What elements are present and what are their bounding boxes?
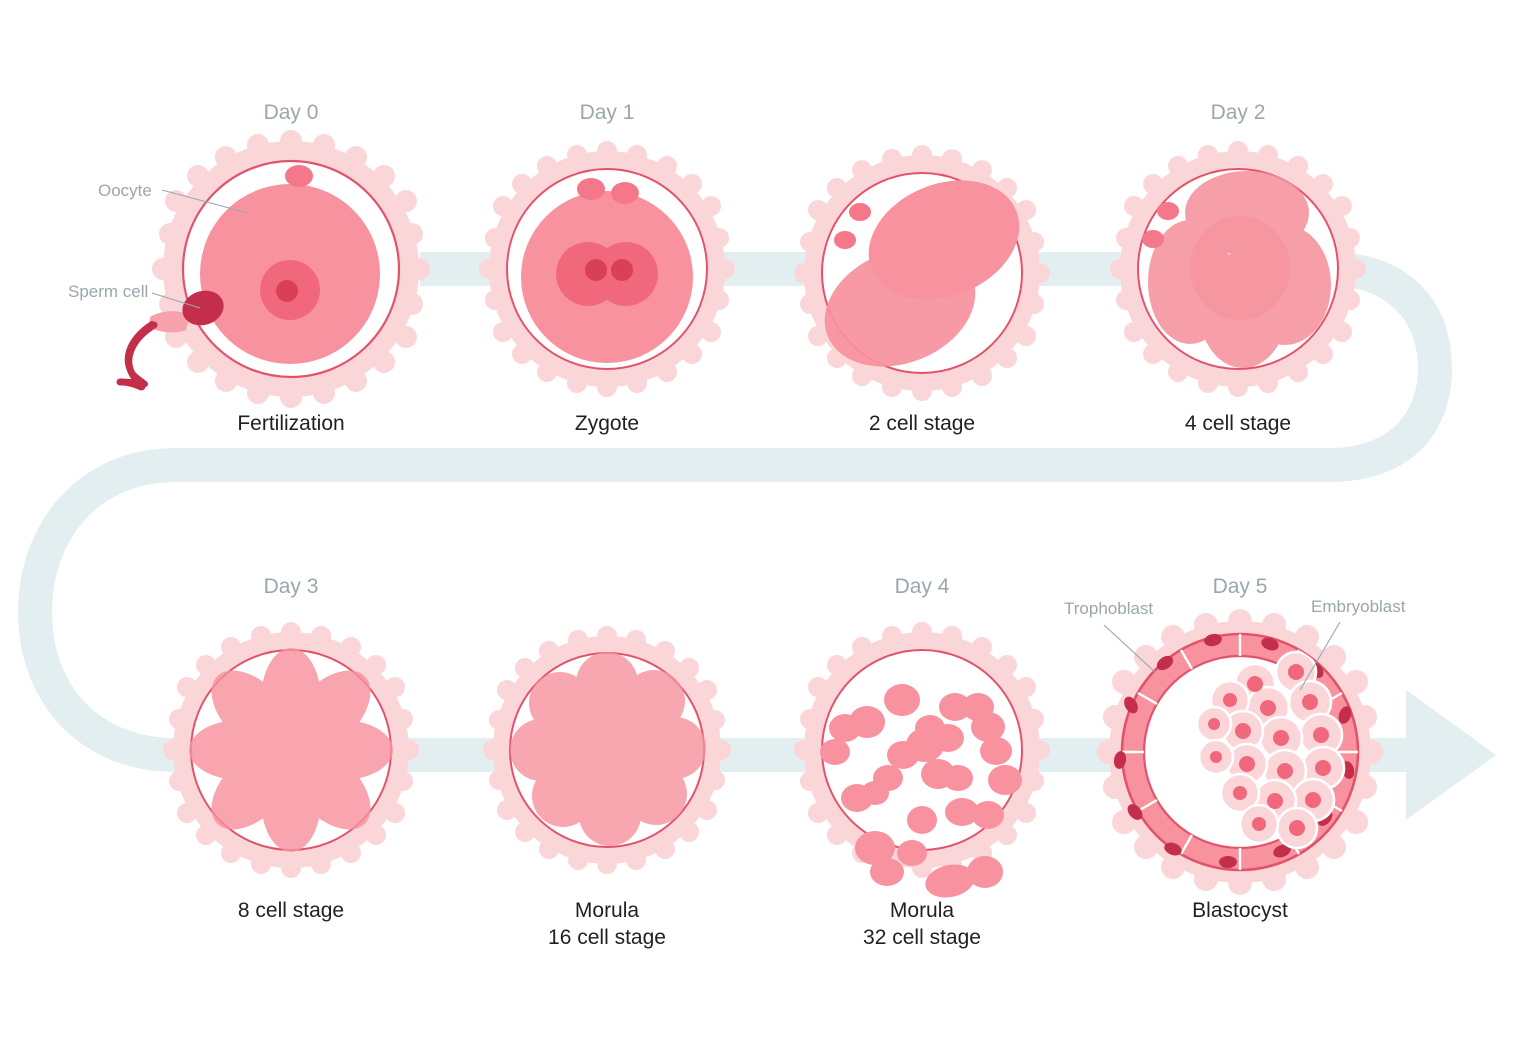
stage-morula-32: Day 4 Morula 32 cell stage — [794, 575, 1050, 949]
morula32-cell-group — [820, 684, 1022, 898]
oocyte-leader-line — [161, 189, 249, 214]
polar-body-2 — [834, 231, 856, 249]
annotation-embryoblast: Embryoblast — [1299, 597, 1406, 691]
morula-cell — [945, 798, 979, 826]
polar-body-2 — [611, 182, 639, 204]
morula-cell-group — [510, 652, 706, 846]
caption-zygote: Zygote — [575, 412, 639, 435]
morula-cell — [820, 739, 850, 765]
caption-two-cell: 2 cell stage — [869, 412, 975, 435]
polar-body-2 — [1142, 230, 1164, 248]
morula-cell — [988, 765, 1022, 795]
morula-cell — [972, 801, 1004, 829]
morula-cell — [915, 715, 945, 741]
sperm-cell-figure — [116, 290, 224, 391]
morula-cell — [967, 856, 1003, 888]
caption-morula-16-line1: Morula — [575, 899, 640, 922]
blastomere-2 — [824, 247, 976, 367]
polar-body — [285, 165, 313, 187]
morula-cell — [939, 693, 971, 721]
trophoblast-nucleus — [1261, 637, 1279, 651]
morula-cell — [971, 712, 1005, 742]
day-label-4: Day 4 — [895, 575, 950, 598]
stage-morula-16: Morula 16 cell stage — [483, 626, 731, 949]
trophoblast-nucleus — [1204, 633, 1222, 647]
trophoblast-nucleus — [1338, 706, 1352, 724]
oocyte-nucleolus — [276, 280, 298, 302]
sperm-head — [182, 290, 224, 326]
caption-morula-32-line2: 32 cell stage — [863, 926, 981, 949]
morula-cell — [887, 741, 919, 769]
morula-cell — [907, 806, 937, 834]
stage-eight-cell: Day 3 8 cell stage — [163, 575, 419, 922]
embryoblast-label: Embryoblast — [1311, 597, 1406, 616]
embryoblast-mass — [1195, 650, 1346, 850]
blastomere-overlap — [1190, 216, 1290, 320]
blastomere-8 — [211, 670, 297, 756]
morula-cell — [870, 858, 904, 886]
caption-eight-cell: 8 cell stage — [238, 899, 344, 922]
annotation-trophoblast: Trophoblast — [1064, 599, 1156, 673]
day-label-0: Day 0 — [264, 101, 319, 124]
trophoblast-nucleus — [1164, 842, 1182, 856]
morula-cell — [601, 727, 649, 775]
morula-cell — [884, 684, 920, 716]
annotation-sperm: Sperm cell — [68, 282, 201, 309]
polar-body-1 — [577, 178, 605, 200]
caption-blastocyst: Blastocyst — [1192, 899, 1288, 922]
caption-four-cell: 4 cell stage — [1185, 412, 1291, 435]
polar-body-1 — [1157, 202, 1179, 220]
trophoblast-leader-line — [1103, 624, 1156, 673]
embryoblast-nuclei — [1208, 664, 1331, 836]
caption-fertilization: Fertilization — [237, 412, 344, 435]
morula-cell — [829, 714, 861, 742]
pronucleolus-1 — [585, 259, 607, 281]
day-label-1: Day 1 — [580, 101, 635, 124]
blastomere-group — [1148, 171, 1331, 368]
morula-cell — [568, 727, 616, 775]
trophoblast-nucleus — [1127, 804, 1143, 820]
embryoblast-leader-line — [1299, 621, 1341, 691]
caption-morula-16-line2: 16 cell stage — [548, 926, 666, 949]
morula-cell — [897, 840, 927, 866]
morula-cell — [855, 831, 895, 865]
pronucleolus-2 — [611, 259, 633, 281]
polar-body-1 — [849, 203, 871, 221]
stage-two-cell: 2 cell stage — [794, 145, 1050, 435]
trophoblast-nucleus — [1273, 844, 1291, 858]
trophoblast-nucleus — [1124, 696, 1138, 714]
stage-four-cell: Day 2 4 cell stage — [1110, 101, 1366, 435]
day-label-3: Day 3 — [264, 575, 319, 598]
trophoblast-nucleus — [1219, 856, 1237, 868]
blastomere-4 — [1199, 252, 1287, 368]
annotation-oocyte: Oocyte — [98, 181, 249, 214]
day-label-2: Day 2 — [1211, 101, 1266, 124]
morula-cell — [925, 864, 975, 898]
caption-morula-32-line1: Morula — [890, 899, 955, 922]
trophoblast-label: Trophoblast — [1064, 599, 1153, 618]
morula-cell — [980, 737, 1012, 765]
morula-cell — [943, 765, 973, 791]
trophoblast-nucleus — [1113, 751, 1127, 769]
day-label-5: Day 5 — [1213, 575, 1268, 598]
sperm-leader-line — [151, 292, 201, 309]
stage-zygote: Day 1 Zygote — [479, 101, 735, 435]
stage-fertilization: Oocyte Sperm cell Day 0 Fertilization — [68, 101, 430, 435]
trophoblast-nucleus — [1156, 655, 1174, 671]
sperm-cell-label: Sperm cell — [68, 282, 148, 301]
oocyte-label: Oocyte — [98, 181, 152, 200]
stage-blastocyst: Trophoblast Embryoblast Day 5 Blastocyst — [1064, 575, 1406, 922]
blastomere-group — [189, 648, 393, 852]
morula-cell — [861, 781, 889, 805]
